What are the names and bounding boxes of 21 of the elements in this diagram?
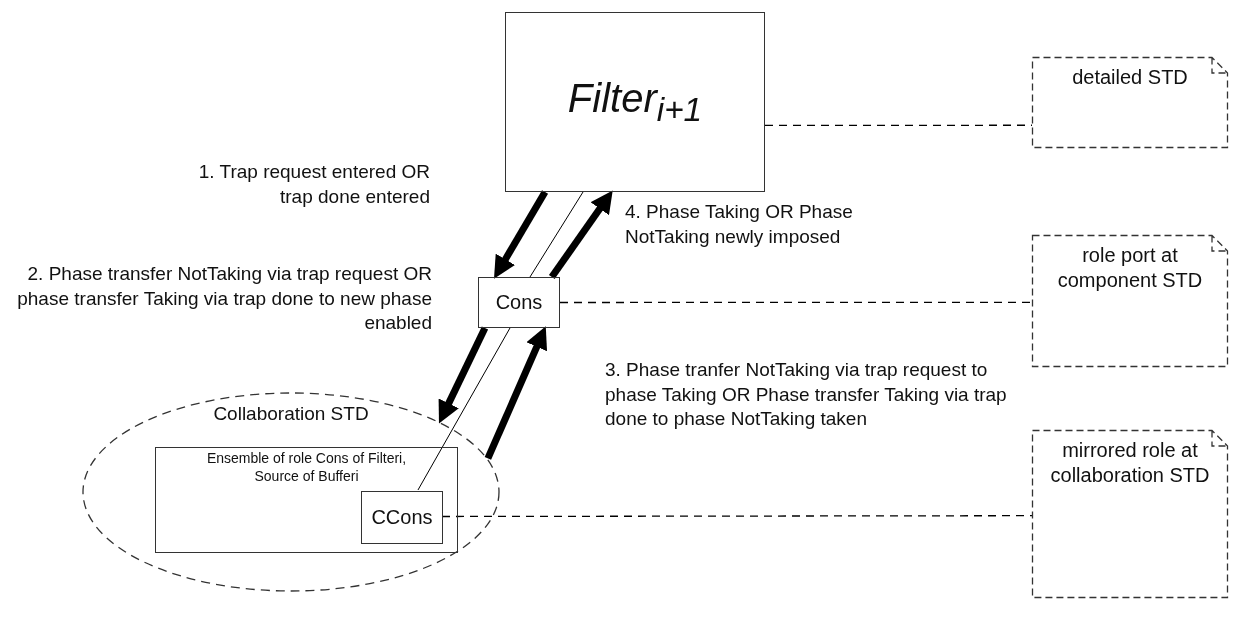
node-label: Ensemble of role Cons of Filteri, Source of Bufferi (206, 450, 407, 484)
node-label: Filter$_{i+1}$ (567, 76, 703, 121)
note-text: detailed STD (1072, 66, 1188, 88)
component-box (505, 12, 765, 192)
node-label: Cons (495, 291, 543, 313)
note-text: mirrored role at collaboration STD (1050, 439, 1210, 486)
connector-line (417, 327, 511, 491)
thick-arrow (548, 190, 613, 279)
note-text: role port at component STD (1057, 244, 1203, 291)
connector-line (529, 191, 584, 278)
dashed-connector (764, 124, 1033, 127)
thick-arrow (438, 326, 489, 424)
port-box (361, 491, 443, 544)
port-box (478, 277, 560, 328)
group-title: Collaboration STD (213, 403, 369, 424)
ensemble-box (155, 447, 458, 553)
thick-arrow (484, 326, 548, 460)
dashed-connector (441, 515, 1033, 518)
node-label: CCons (371, 506, 433, 528)
dashed-connector (559, 301, 1033, 304)
thick-arrow (494, 190, 549, 279)
